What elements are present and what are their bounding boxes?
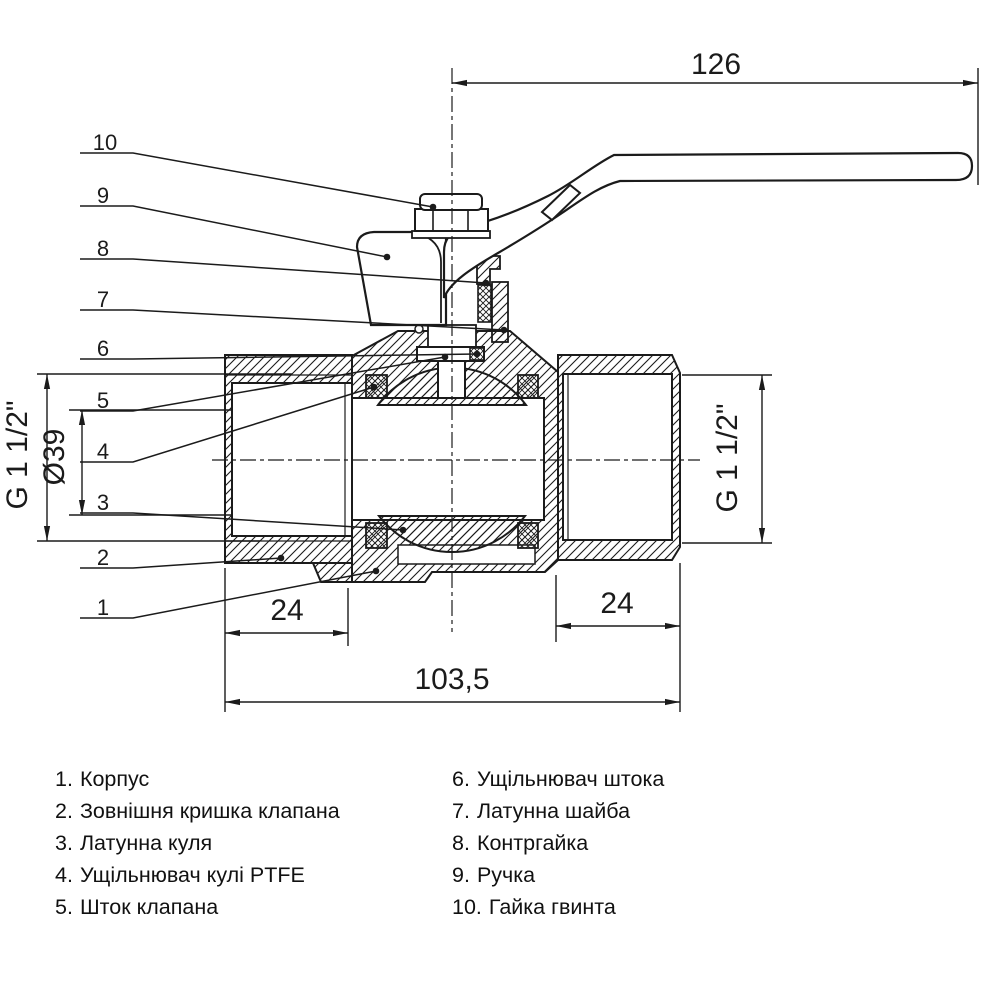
part-label: Латунна куля [79,831,213,855]
callout-1: 1 [97,595,109,620]
ball-chamber [351,397,545,521]
nut-crown [419,193,483,211]
dim-cap-length: 24 [270,594,303,627]
part-label: Шток клапана [79,895,219,919]
dim-thread-right: G 1 1/2" [711,403,744,512]
part-number: 5. [55,895,73,919]
part-label: Корпус [79,767,150,791]
leader-4: 4 [80,383,378,464]
dimension-d39: Ø39 [38,409,232,516]
part-number: 4. [55,863,73,887]
callout-5: 5 [97,388,109,413]
brass-washer [491,281,509,343]
parts-list-item: 2.Зовнішня кришка клапана [55,795,340,827]
parts-list-item: 6.Ущільнювач штока [452,763,664,795]
part-number: 3. [55,831,73,855]
handle [442,151,974,299]
part-number: 6. [452,767,470,791]
dimension-103-5: 103,5 [225,663,680,706]
stem-nut [411,193,491,239]
leader-6: 6 [80,336,481,361]
handle-bracket [355,230,448,327]
stem-seal [477,284,492,323]
dim-coupling-length: 24 [600,587,633,620]
part-label: Латунна шайба [476,799,631,823]
part-number: 8. [452,831,470,855]
callout-9: 9 [97,183,109,208]
parts-list-item: 10.Гайка гвинта [452,891,664,923]
dimension-24-right: 24 [555,563,681,712]
parts-list-item: 8.Контргайка [452,827,664,859]
leader-8: 8 [80,236,490,287]
parts-list-right-column: 6.Ущільнювач штока 7.Латунна шайба 8.Кон… [452,763,664,923]
handle-break-mark [540,183,582,222]
parts-list-item: 3.Латунна куля [55,827,340,859]
parts-list-item: 5.Шток клапана [55,891,340,923]
dimension-24-left: 24 [224,568,349,712]
parts-list-item: 4.Ущільнювач кулі PTFE [55,859,340,891]
parts-list-left-column: 1.Корпус 2.Зовнішня кришка клапана 3.Лат… [55,763,340,923]
centerlines [212,68,700,632]
part-number: 1. [55,767,73,791]
dim-body-length: 103,5 [414,663,489,696]
valve-section-view: 126 G 1 1/2" Ø39 G 1 1/2" 24 24 103,5 [1,48,979,712]
leader-9: 9 [80,183,391,261]
callout-7: 7 [97,287,109,312]
dimension-g-left: G 1 1/2" [1,373,292,542]
dim-bore-diameter: Ø39 [38,429,71,486]
part-label: Ручка [476,863,536,887]
callout-2: 2 [97,545,109,570]
leader-7: 7 [80,287,508,334]
part-number: 10. [452,895,482,919]
callout-6: 6 [97,336,109,361]
leader-10: 10 [80,130,437,211]
parts-list-item: 9.Ручка [452,859,664,891]
part-label: Зовнішня кришка клапана [79,799,340,823]
part-label: Гайка гвинта [488,895,616,919]
coupling-bore [562,373,673,541]
seat-top-right [517,374,539,399]
leader-1: 1 [80,567,380,620]
nut-washer-plate [411,230,491,239]
dimension-126: 126 [452,48,979,185]
callout-3: 3 [97,490,109,515]
callout-8: 8 [97,236,109,261]
part-number: 9. [452,863,470,887]
leader-callouts: 10 9 8 7 6 5 4 3 [80,130,508,620]
part-number: 2. [55,799,73,823]
dimension-g-right: G 1 1/2" [682,374,772,544]
seat-bottom-left [365,522,388,549]
callout-4: 4 [97,439,109,464]
dim-thread-left: G 1 1/2" [1,400,34,509]
part-label: Ущільнювач кулі PTFE [79,863,305,887]
leader-5: 5 [80,353,449,413]
part-number: 7. [452,799,470,823]
part-label: Контргайка [476,831,589,855]
seat-bottom-right [517,522,539,549]
parts-list-item: 1.Корпус [55,763,340,795]
leader-2: 2 [80,545,285,570]
parts-list-item: 7.Латунна шайба [452,795,664,827]
callout-10: 10 [93,130,117,155]
ball-bottom-section [376,515,528,554]
part-label: Ущільнювач штока [476,767,665,791]
dim-handle-length: 126 [691,48,741,81]
leader-3: 3 [80,490,407,534]
